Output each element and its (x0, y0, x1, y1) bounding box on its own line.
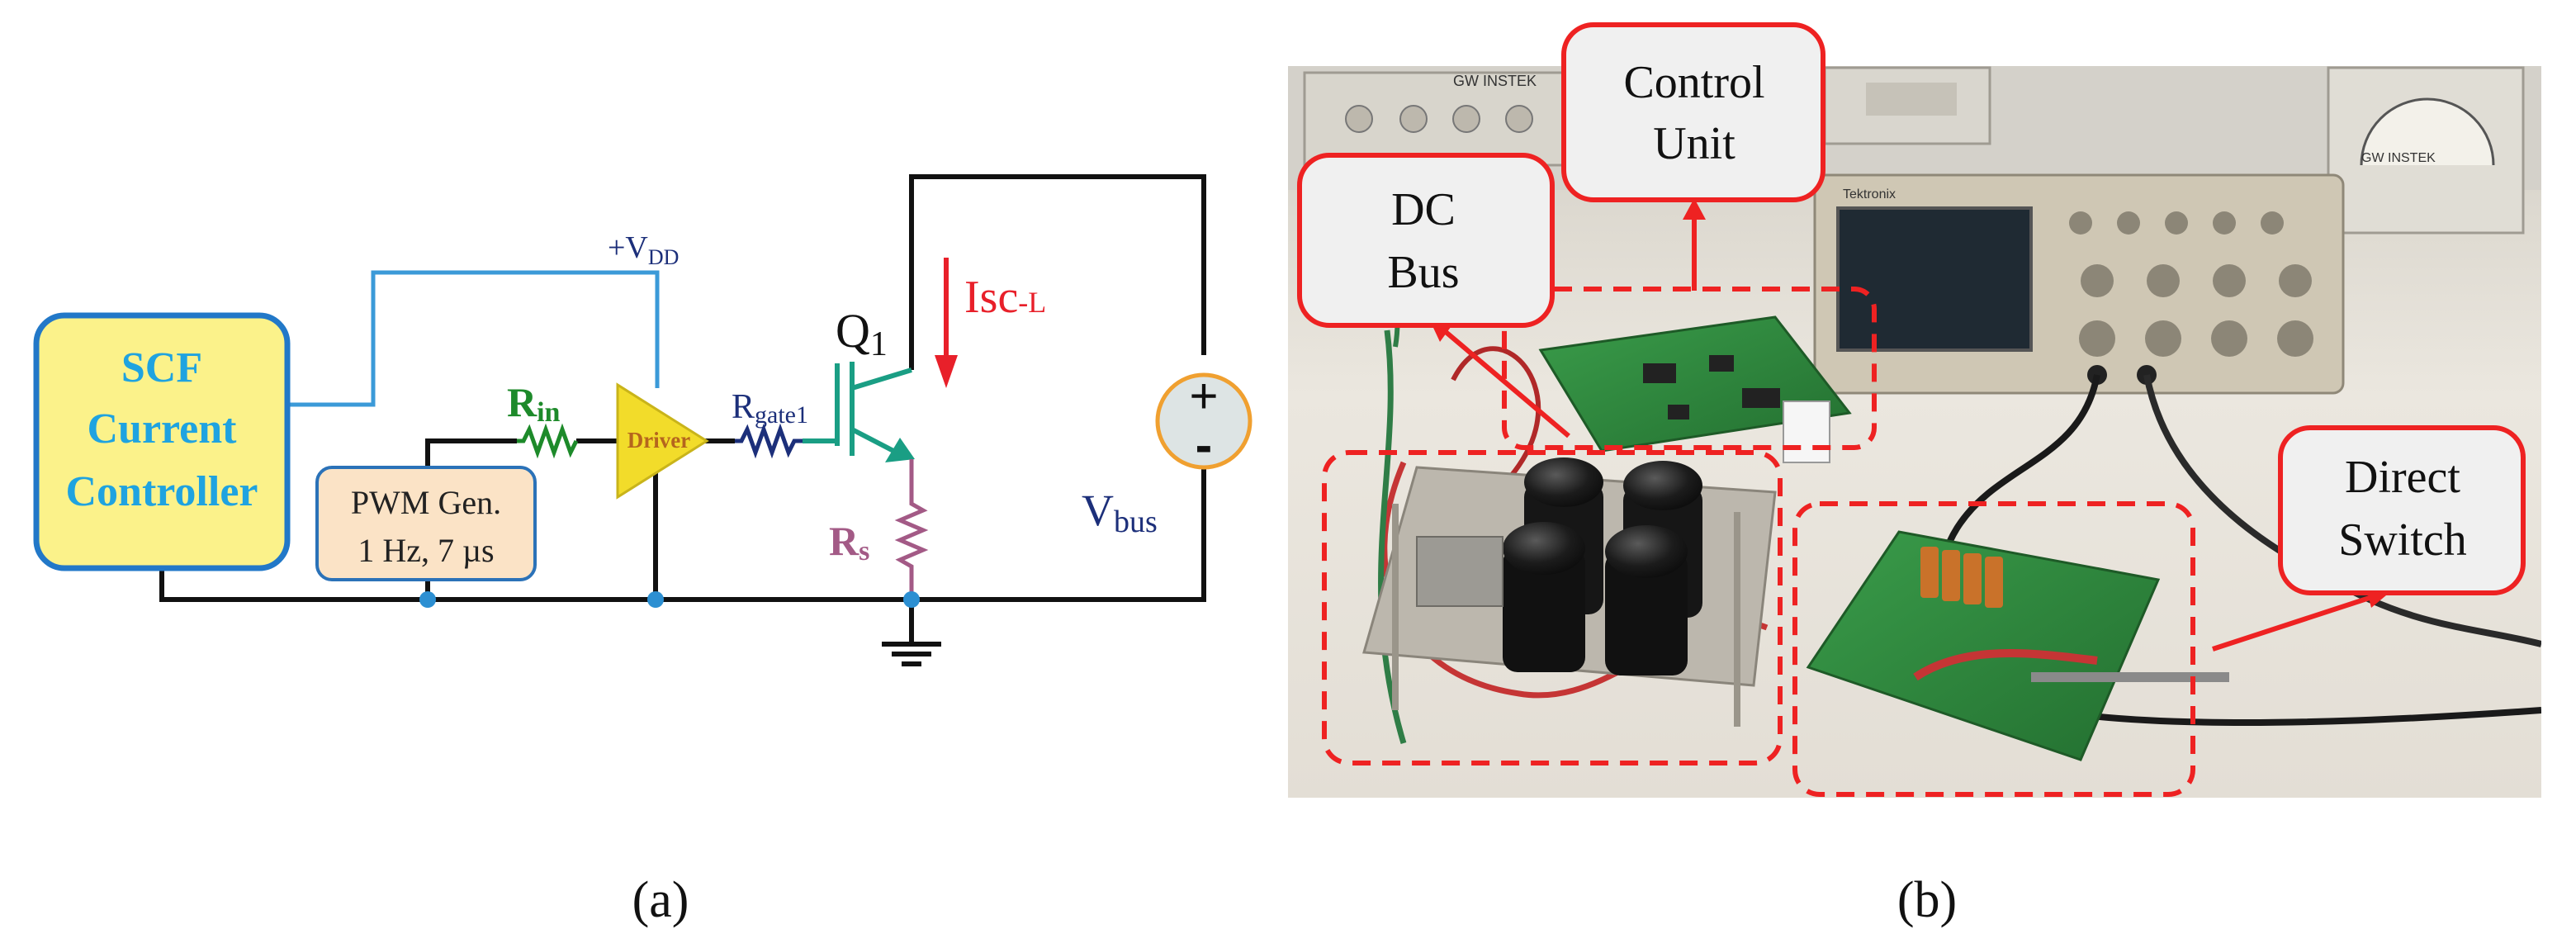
dc-bus-region (1322, 450, 1783, 766)
direct-switch-region (1792, 501, 2195, 797)
dc-bus-capacitors (1503, 457, 1702, 675)
experimental-setup-photo: GW INSTEK GW INSTEK Tektronix (1288, 22, 2541, 928)
signal-generator (1823, 66, 1991, 145)
igbt-q1-symbol (803, 362, 912, 456)
rgate-resistor (735, 423, 803, 459)
oscilloscope: Tektronix (1813, 173, 2345, 395)
standoff-posts (1392, 504, 1740, 727)
pwm-label-line1: PWM Gen. (351, 484, 501, 521)
callout-control-unit-line1: Control (1623, 57, 1764, 108)
vdd-supply-wire (289, 270, 660, 407)
pwm-label-line2: 1 Hz, 7 µs (358, 532, 494, 569)
isc-arrow-head (935, 355, 958, 388)
vbus-source (1155, 372, 1252, 470)
rin-resistor (517, 423, 579, 459)
vbus-plus-sign: + (1189, 368, 1218, 424)
scf-controller-box (33, 312, 291, 571)
callout-direct-switch-line2: Switch (2338, 514, 2467, 566)
callout-control-unit: Control Unit (1561, 22, 1825, 202)
callout-dc-bus-line2: Bus (1387, 247, 1459, 298)
control-unit-region (1502, 287, 1877, 450)
heatsink-block (1416, 536, 1503, 607)
callout-arrows (1438, 213, 2375, 652)
direct-switch-pcb (1806, 530, 2161, 761)
instrument-brand-label: GW INSTEK (1453, 73, 1537, 89)
callout-direct-switch-line1: Direct (2345, 452, 2460, 503)
ground-return-wire (159, 431, 1206, 602)
function-generator: GW INSTEK (1303, 71, 1570, 167)
green-wire (1378, 329, 1407, 745)
highlight-regions (1322, 287, 2195, 797)
vbus-top-wire (909, 174, 1206, 370)
rin-label: Rin (507, 379, 561, 428)
callout-control-unit-line2: Unit (1653, 118, 1735, 169)
scf-controller-label-line2: Current (87, 405, 237, 453)
driver-amplifier (616, 382, 709, 500)
pwm-generator-box (315, 466, 537, 581)
junction-node (647, 591, 664, 608)
ground-symbol (882, 600, 941, 666)
driver-label: Driver (627, 428, 690, 453)
callout-dc-bus-line1: DC (1391, 184, 1456, 235)
analog-meter: GW INSTEK (2327, 66, 2525, 235)
rgate-label: Rgate1 (732, 388, 808, 429)
callout-dc-bus: DC Bus (1297, 153, 1555, 328)
caption-a: (a) (632, 872, 689, 928)
junction-node (903, 591, 920, 608)
probe-clip-red (1913, 649, 2098, 681)
igbt-emitter-arrow (885, 438, 915, 462)
white-connector (1783, 401, 1830, 463)
callout-direct-switch: Direct Switch (2278, 425, 2526, 595)
control-unit-pcb (1538, 315, 1852, 453)
scf-controller-label-line1: SCF (121, 344, 202, 391)
scf-controller-label-line3: Controller (66, 468, 258, 515)
q1-label: Q1 (836, 304, 888, 363)
pcb-components (1643, 355, 1780, 419)
rs-resistor (894, 495, 929, 600)
arrow-head (1683, 198, 1706, 220)
vbus-label: Vbus (1082, 486, 1158, 539)
vdd-label: +VDD (608, 230, 679, 269)
caption-b: (b) (1897, 872, 1957, 928)
scope-brand-label: Tektronix (1843, 187, 1896, 201)
meter-brand-label: GW INSTEK (2361, 151, 2436, 165)
rs-label: Rs (829, 518, 869, 566)
switch-pcb-capacitors (1920, 547, 2003, 608)
junction-node (419, 591, 436, 608)
circuit-schematic: +VDD SCF Current Controller PWM Gen. 1 H… (33, 174, 1252, 928)
isc-label: Isc-L (964, 272, 1046, 323)
vbus-minus-sign: - (1196, 417, 1213, 474)
